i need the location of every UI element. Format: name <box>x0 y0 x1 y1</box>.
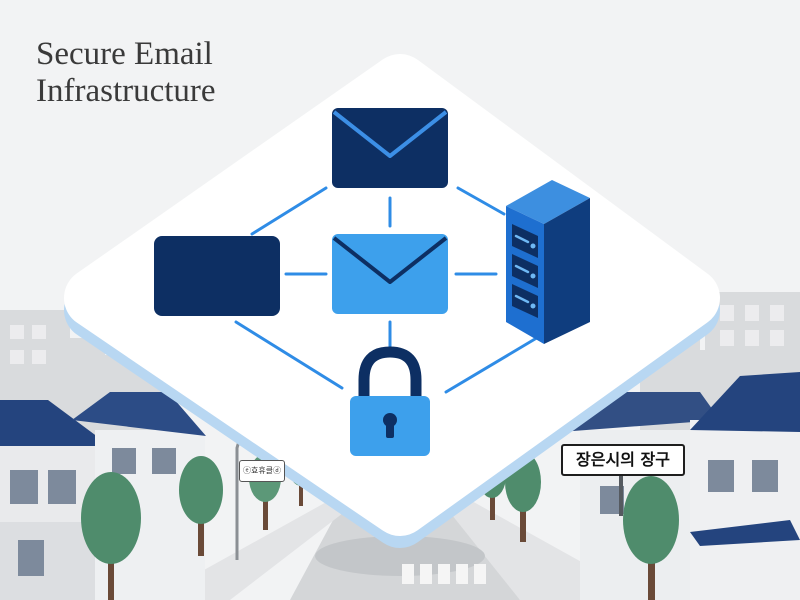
lamp-sign: ⓔ효휴클ⓓ <box>239 460 285 482</box>
envelope-icon <box>332 234 448 314</box>
trees <box>81 450 679 600</box>
skyline-windows <box>10 305 784 364</box>
envelope-icon <box>332 108 448 188</box>
server-icon <box>506 180 590 344</box>
diagram-title-line-2: Infrastructure <box>36 72 216 109</box>
diagram-title: Secure Email Infrastructure <box>36 36 336 110</box>
sign-post <box>619 476 623 516</box>
padlock-icon <box>350 346 430 456</box>
street-sign: 장은시의 장구 <box>561 444 685 476</box>
mail-client-panel <box>154 236 280 316</box>
diagram-title-line-1: Secure Email <box>36 36 213 72</box>
network-connectors <box>234 186 542 394</box>
